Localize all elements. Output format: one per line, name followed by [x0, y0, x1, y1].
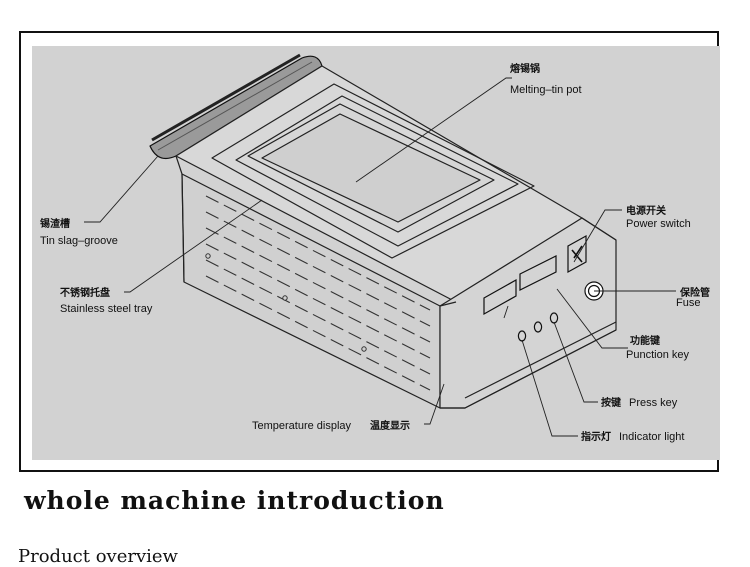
- function-display: [519, 255, 557, 291]
- fuse-label-en: Fuse: [676, 297, 700, 309]
- indicator-label-en: Indicator light: [619, 431, 684, 443]
- function-key-label-cn: 功能键: [630, 334, 661, 347]
- temperature-display-label-cn: 温度显示: [370, 419, 410, 432]
- press-key-label-en: Press key: [629, 397, 678, 409]
- function-key-label-en: Punction key: [626, 349, 689, 361]
- stainless-tray: [211, 83, 535, 259]
- slag-groove-label-en: Tin slag–groove: [40, 235, 118, 247]
- press-key-label-cn: 按键: [601, 396, 622, 409]
- melting-pot-label-en: Melting–tin pot: [510, 84, 582, 96]
- power-switch-label-en: Power switch: [626, 218, 691, 230]
- temperature-display-label-en: Temperature display: [252, 420, 352, 432]
- indicator-label-cn: 指示灯: [581, 430, 611, 443]
- section-title: whole machine introduction: [24, 486, 445, 515]
- tray-label-cn: 不锈钢托盘: [60, 286, 110, 299]
- melting-pot-label-cn: 熔锡锅: [510, 62, 540, 75]
- power-switch-label-cn: 电源开关: [626, 204, 666, 217]
- slag-groove-label-cn: 锡渣槽: [40, 217, 70, 230]
- tray-label-en: Stainless steel tray: [60, 303, 153, 315]
- power-switch: [567, 234, 587, 274]
- partial-heading: Product overview: [18, 546, 178, 567]
- temperature-display: [483, 278, 517, 316]
- vent-slots: [205, 195, 431, 391]
- fuse-label-cn: 保险管: [679, 286, 710, 299]
